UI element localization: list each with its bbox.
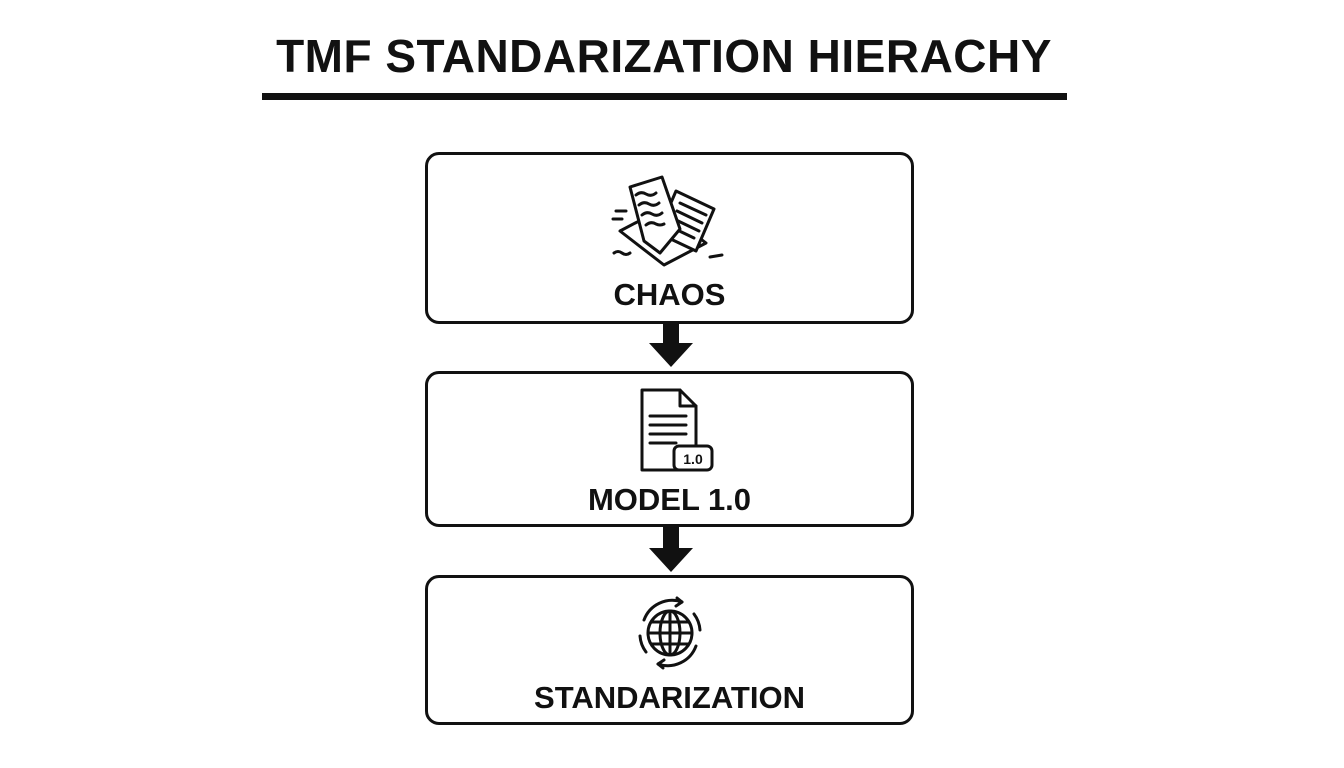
title-underline — [262, 93, 1067, 100]
down-arrow-icon — [649, 526, 693, 572]
step-box-chaos: CHAOS — [425, 152, 914, 324]
down-arrow-icon — [649, 323, 693, 367]
globe-cycle-icon — [638, 596, 701, 670]
version-badge: 1.0 — [683, 451, 703, 467]
step-box-model: 1.0 MODEL 1.0 — [425, 371, 914, 527]
step-box-standarization: STANDARIZATION — [425, 575, 914, 725]
diagram-title: TMF STANDARIZATION HIERACHY — [276, 30, 1052, 82]
document-version-icon: 1.0 — [640, 388, 713, 472]
scattered-documents-icon — [611, 175, 723, 267]
step-label-standarization: STANDARIZATION — [534, 680, 805, 715]
step-label-model: MODEL 1.0 — [587, 482, 752, 517]
step-label-chaos: CHAOS — [613, 277, 726, 312]
